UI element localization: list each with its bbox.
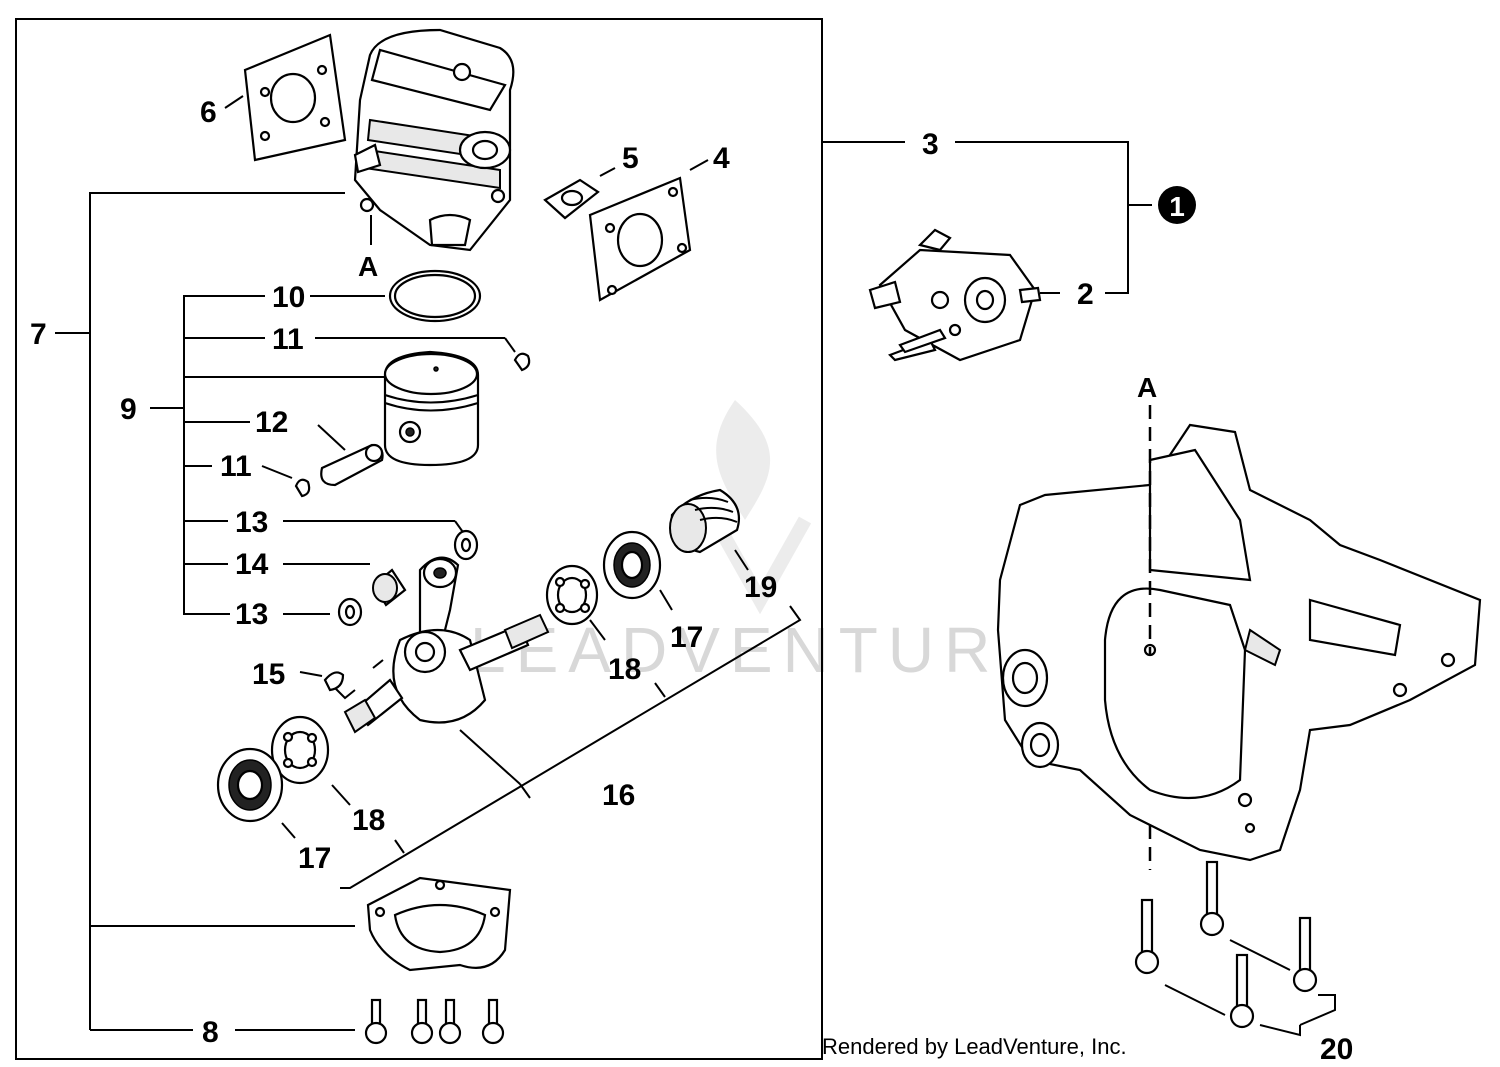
callout-2: 2 [1077, 278, 1094, 311]
ball-bearing-18-right [545, 564, 606, 641]
callout-11-upper: 11 [272, 323, 304, 356]
needle-bearing-14 [372, 568, 407, 607]
clip-11-lower [294, 478, 311, 498]
bolt [1134, 898, 1160, 975]
callout-4: 4 [713, 142, 730, 175]
piston-ring-10 [388, 269, 482, 323]
gasket-4 [588, 159, 709, 302]
screw [438, 998, 462, 1045]
watermark: LEADVENTURE [470, 400, 1053, 686]
oil-seal-17-right [602, 530, 673, 611]
marker-a-left: A [358, 251, 378, 282]
callout-3: 3 [922, 128, 939, 161]
callout-19: 19 [744, 571, 777, 604]
callout-1-badge: 1 [1158, 186, 1196, 224]
callout-15: 15 [252, 658, 285, 691]
washer-13-upper [453, 529, 479, 561]
callout-12: 12 [255, 406, 288, 439]
assembly-frame [15, 18, 823, 1060]
crankcase [996, 423, 1482, 862]
carburetor [868, 228, 1042, 362]
callout-11-lower: 11 [220, 450, 252, 483]
spacer-19 [669, 488, 749, 571]
bolts-20 [1134, 860, 1336, 1037]
callout-13-upper: 13 [235, 506, 268, 539]
watermark-text: LEADVENTURE [470, 614, 1053, 686]
washer-13-lower [337, 597, 363, 627]
callout-18-left: 18 [352, 804, 385, 837]
bolt [1292, 916, 1318, 993]
piston-pin-12 [320, 443, 384, 487]
gasket-6 [224, 33, 347, 162]
callout-18-right: 18 [608, 653, 641, 686]
callout-1: 1 [1169, 191, 1185, 222]
bolt [1229, 953, 1255, 1029]
clip-11-upper [513, 352, 531, 372]
callout-9: 9 [120, 393, 137, 426]
marker-a-right: A [1137, 372, 1157, 403]
callout-10: 10 [272, 281, 305, 314]
callout-17-right: 17 [670, 621, 703, 654]
callout-5: 5 [622, 142, 639, 175]
bolt [1199, 860, 1225, 937]
crankshaft [343, 556, 550, 734]
callout-8: 8 [202, 1016, 219, 1049]
crankcase-cap [366, 876, 512, 972]
screw [364, 998, 388, 1045]
key-15 [323, 659, 384, 700]
callout-labels: 6 5 4 7 10 11 9 12 11 13 14 13 15 19 17 … [30, 96, 1353, 1066]
piston [383, 350, 480, 467]
gasket-5 [543, 167, 616, 220]
bracket-9 [150, 295, 516, 677]
cylinder [353, 28, 515, 252]
oil-seal-17-left [216, 747, 296, 839]
screws-8 [364, 998, 505, 1045]
screw [410, 998, 434, 1045]
credit-text: Rendered by LeadVenture, Inc. [822, 1034, 1127, 1059]
bracket-16 [340, 605, 802, 889]
bracket-1 [822, 141, 1152, 294]
callout-14: 14 [235, 548, 269, 581]
bracket-7 [55, 192, 355, 1031]
callout-7: 7 [30, 318, 47, 351]
callout-20: 20 [1320, 1033, 1353, 1066]
ball-bearing-18-left [270, 715, 351, 806]
callout-6: 6 [200, 96, 217, 129]
screw [481, 998, 505, 1045]
callout-13-lower: 13 [235, 598, 268, 631]
callout-17-left: 17 [298, 842, 331, 875]
callout-16: 16 [602, 779, 635, 812]
